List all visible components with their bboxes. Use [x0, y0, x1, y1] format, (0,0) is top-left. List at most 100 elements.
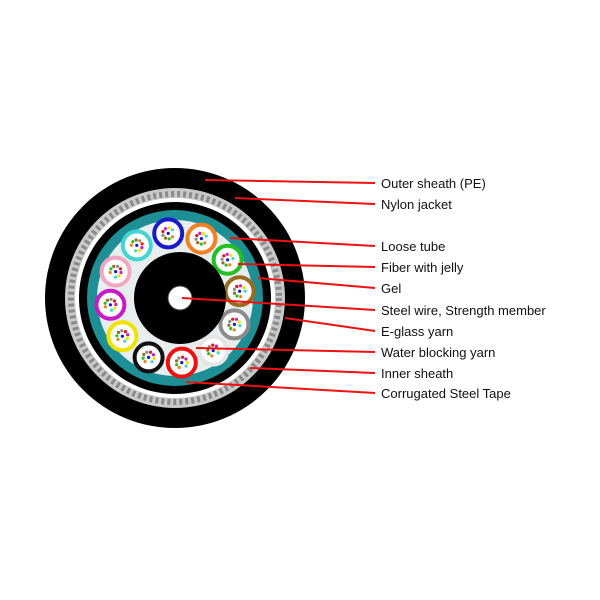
fiber [140, 246, 144, 250]
fiber [115, 334, 119, 338]
fiber [222, 254, 226, 258]
leader-line-fiber-with-jelly [237, 263, 376, 268]
fiber [166, 231, 170, 235]
fiber [199, 237, 203, 241]
fiber [198, 231, 202, 235]
fiber [242, 286, 246, 290]
fiber [199, 242, 203, 246]
fiber [210, 354, 214, 358]
fiber [195, 234, 199, 238]
fiber [202, 232, 206, 236]
fiber [170, 228, 174, 232]
fiber [114, 275, 118, 279]
fiber [119, 270, 123, 275]
fiber [229, 253, 233, 257]
leader-line-corrugated-steel-tape [185, 381, 376, 394]
fiber [231, 317, 235, 321]
fiber [211, 349, 215, 353]
fiber [238, 289, 242, 293]
fiber [161, 233, 165, 237]
leader-line-e-glass-yarn [284, 317, 376, 332]
fiber [177, 356, 181, 360]
fiber [103, 301, 107, 305]
label-steel-wire: Steel wire, Strength member [381, 303, 546, 318]
fiber [135, 243, 139, 247]
fiber [152, 356, 156, 360]
fiber [238, 284, 243, 288]
fiber [225, 252, 229, 256]
fiber [120, 329, 124, 333]
fiber [148, 350, 153, 354]
fiber [141, 356, 145, 360]
fiber [113, 306, 117, 310]
fiber [211, 343, 215, 347]
fiber [177, 365, 181, 370]
label-fiber-with-jelly: Fiber with jelly [381, 260, 464, 275]
fiber [234, 317, 238, 321]
leader-line-outer-sheath [204, 179, 376, 184]
fiber [175, 363, 179, 367]
loose-tubes [94, 217, 256, 379]
fiber [228, 263, 232, 267]
fiber [109, 267, 113, 271]
fiber [123, 330, 128, 334]
fiber [181, 355, 185, 359]
fiber [163, 236, 168, 240]
leader-line-water-blocking-yarn [195, 347, 376, 353]
fiber [170, 235, 174, 239]
fiber [134, 249, 138, 253]
fiber [129, 243, 133, 247]
fiber [123, 339, 127, 343]
fiber [221, 261, 225, 265]
fiber [237, 320, 241, 324]
fiber [116, 337, 120, 341]
fiber [117, 274, 121, 278]
leader-line-gel [257, 277, 376, 289]
fiber [235, 284, 239, 289]
fiber [239, 295, 243, 299]
fiber [161, 229, 165, 234]
label-loose-tube: Loose tube [381, 239, 445, 254]
fiber [184, 357, 188, 361]
fiber [145, 350, 149, 354]
fiber [125, 336, 129, 340]
fiber [207, 352, 211, 356]
fiber [232, 291, 237, 295]
fiber [115, 264, 120, 268]
label-inner-sheath: Inner sheath [381, 366, 453, 381]
fiber [116, 330, 121, 334]
fiber [112, 299, 116, 303]
fiber [140, 242, 144, 246]
fiber [134, 238, 138, 242]
fiber [163, 227, 168, 231]
fiber [180, 361, 184, 365]
leader-lines [181, 179, 376, 394]
fiber [196, 241, 200, 245]
fiber [232, 287, 236, 291]
fiber [118, 267, 122, 271]
leader-line-nylon-jacket [234, 197, 376, 205]
leader-line-loose-tube [229, 237, 376, 247]
label-nylon-jacket: Nylon jacket [381, 197, 452, 212]
fiber [216, 351, 220, 355]
cable-cross-section [45, 168, 305, 428]
label-outer-sheath: Outer sheath (PE) [381, 176, 486, 191]
fiber [224, 263, 228, 267]
fiber [112, 264, 116, 268]
fiber [103, 305, 107, 309]
leader-line-inner-sheath [249, 367, 376, 374]
fiber [150, 360, 154, 364]
label-corrugated-steel-tape: Corrugated Steel Tape [381, 386, 511, 401]
fiber [114, 270, 118, 274]
fiber [175, 359, 179, 363]
fiber [232, 322, 236, 326]
fiber [238, 324, 242, 328]
fiber [227, 323, 231, 327]
fiber [235, 294, 239, 298]
fiber [194, 237, 198, 241]
fiber [109, 297, 113, 301]
fiber [204, 234, 208, 238]
fiber [137, 248, 141, 252]
fiber [126, 333, 130, 337]
